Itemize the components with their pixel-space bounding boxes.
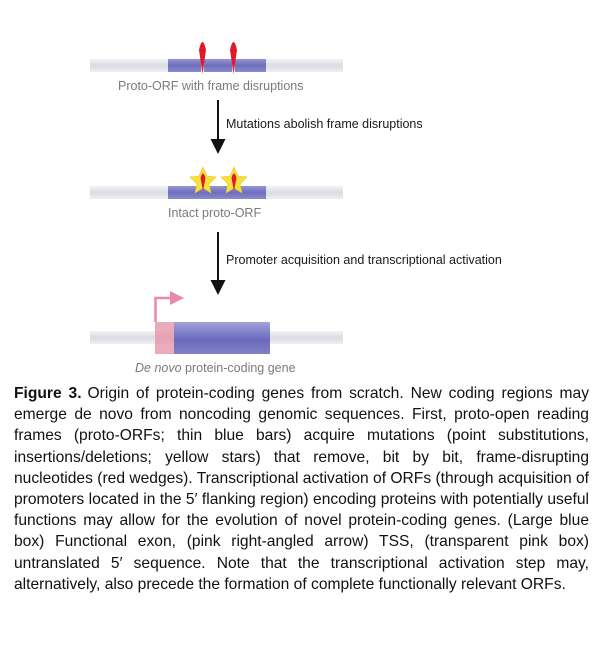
stage1-group: Proto-ORF with frame disruptions (90, 42, 343, 93)
stage1-label: Proto-ORF with frame disruptions (118, 79, 303, 93)
down-arrowhead-icon (210, 139, 226, 154)
red-wedge-icon (230, 42, 237, 74)
stage3-group: De novo protein-coding gene (90, 291, 343, 375)
red-wedge-icon (200, 173, 206, 191)
star-burst-1 (189, 166, 217, 194)
down-arrowhead-icon (210, 280, 226, 295)
intact-orf-bar (168, 186, 266, 199)
figure-label: Figure 3. (14, 385, 82, 402)
figure-caption: Figure 3.Origin of protein-coding genes … (14, 383, 589, 595)
tss-arrow-icon (154, 296, 172, 322)
untranslated-5prime-box (155, 322, 176, 354)
stage2-label: Intact proto-ORF (168, 206, 261, 220)
red-wedge-icon (231, 173, 237, 191)
caption-text: Origin of protein-coding genes from scra… (14, 385, 589, 593)
tss-arrowhead-icon (170, 291, 184, 305)
proto-orf-segment-3 (235, 59, 266, 72)
star-burst-2 (220, 166, 248, 194)
functional-exon-box (174, 322, 270, 354)
red-wedge-icon (199, 42, 206, 74)
stage3-label: De novo protein-coding gene (135, 361, 296, 375)
stage3-label-rest: protein-coding gene (182, 361, 296, 375)
stage2-group: Intact proto-ORF (90, 166, 343, 220)
step2-label: Promoter acquisition and transcriptional… (226, 253, 502, 267)
step1-label: Mutations abolish frame disruptions (226, 117, 423, 131)
figure-diagram: Proto-ORF with frame disruptions Mutatio… (90, 42, 502, 375)
de-novo-text: De novo (135, 361, 182, 375)
step2-arrow: Promoter acquisition and transcriptional… (210, 232, 502, 295)
proto-orf-segment-2 (204, 59, 232, 72)
proto-orf-segment-1 (168, 59, 201, 72)
step1-arrow: Mutations abolish frame disruptions (210, 100, 423, 154)
